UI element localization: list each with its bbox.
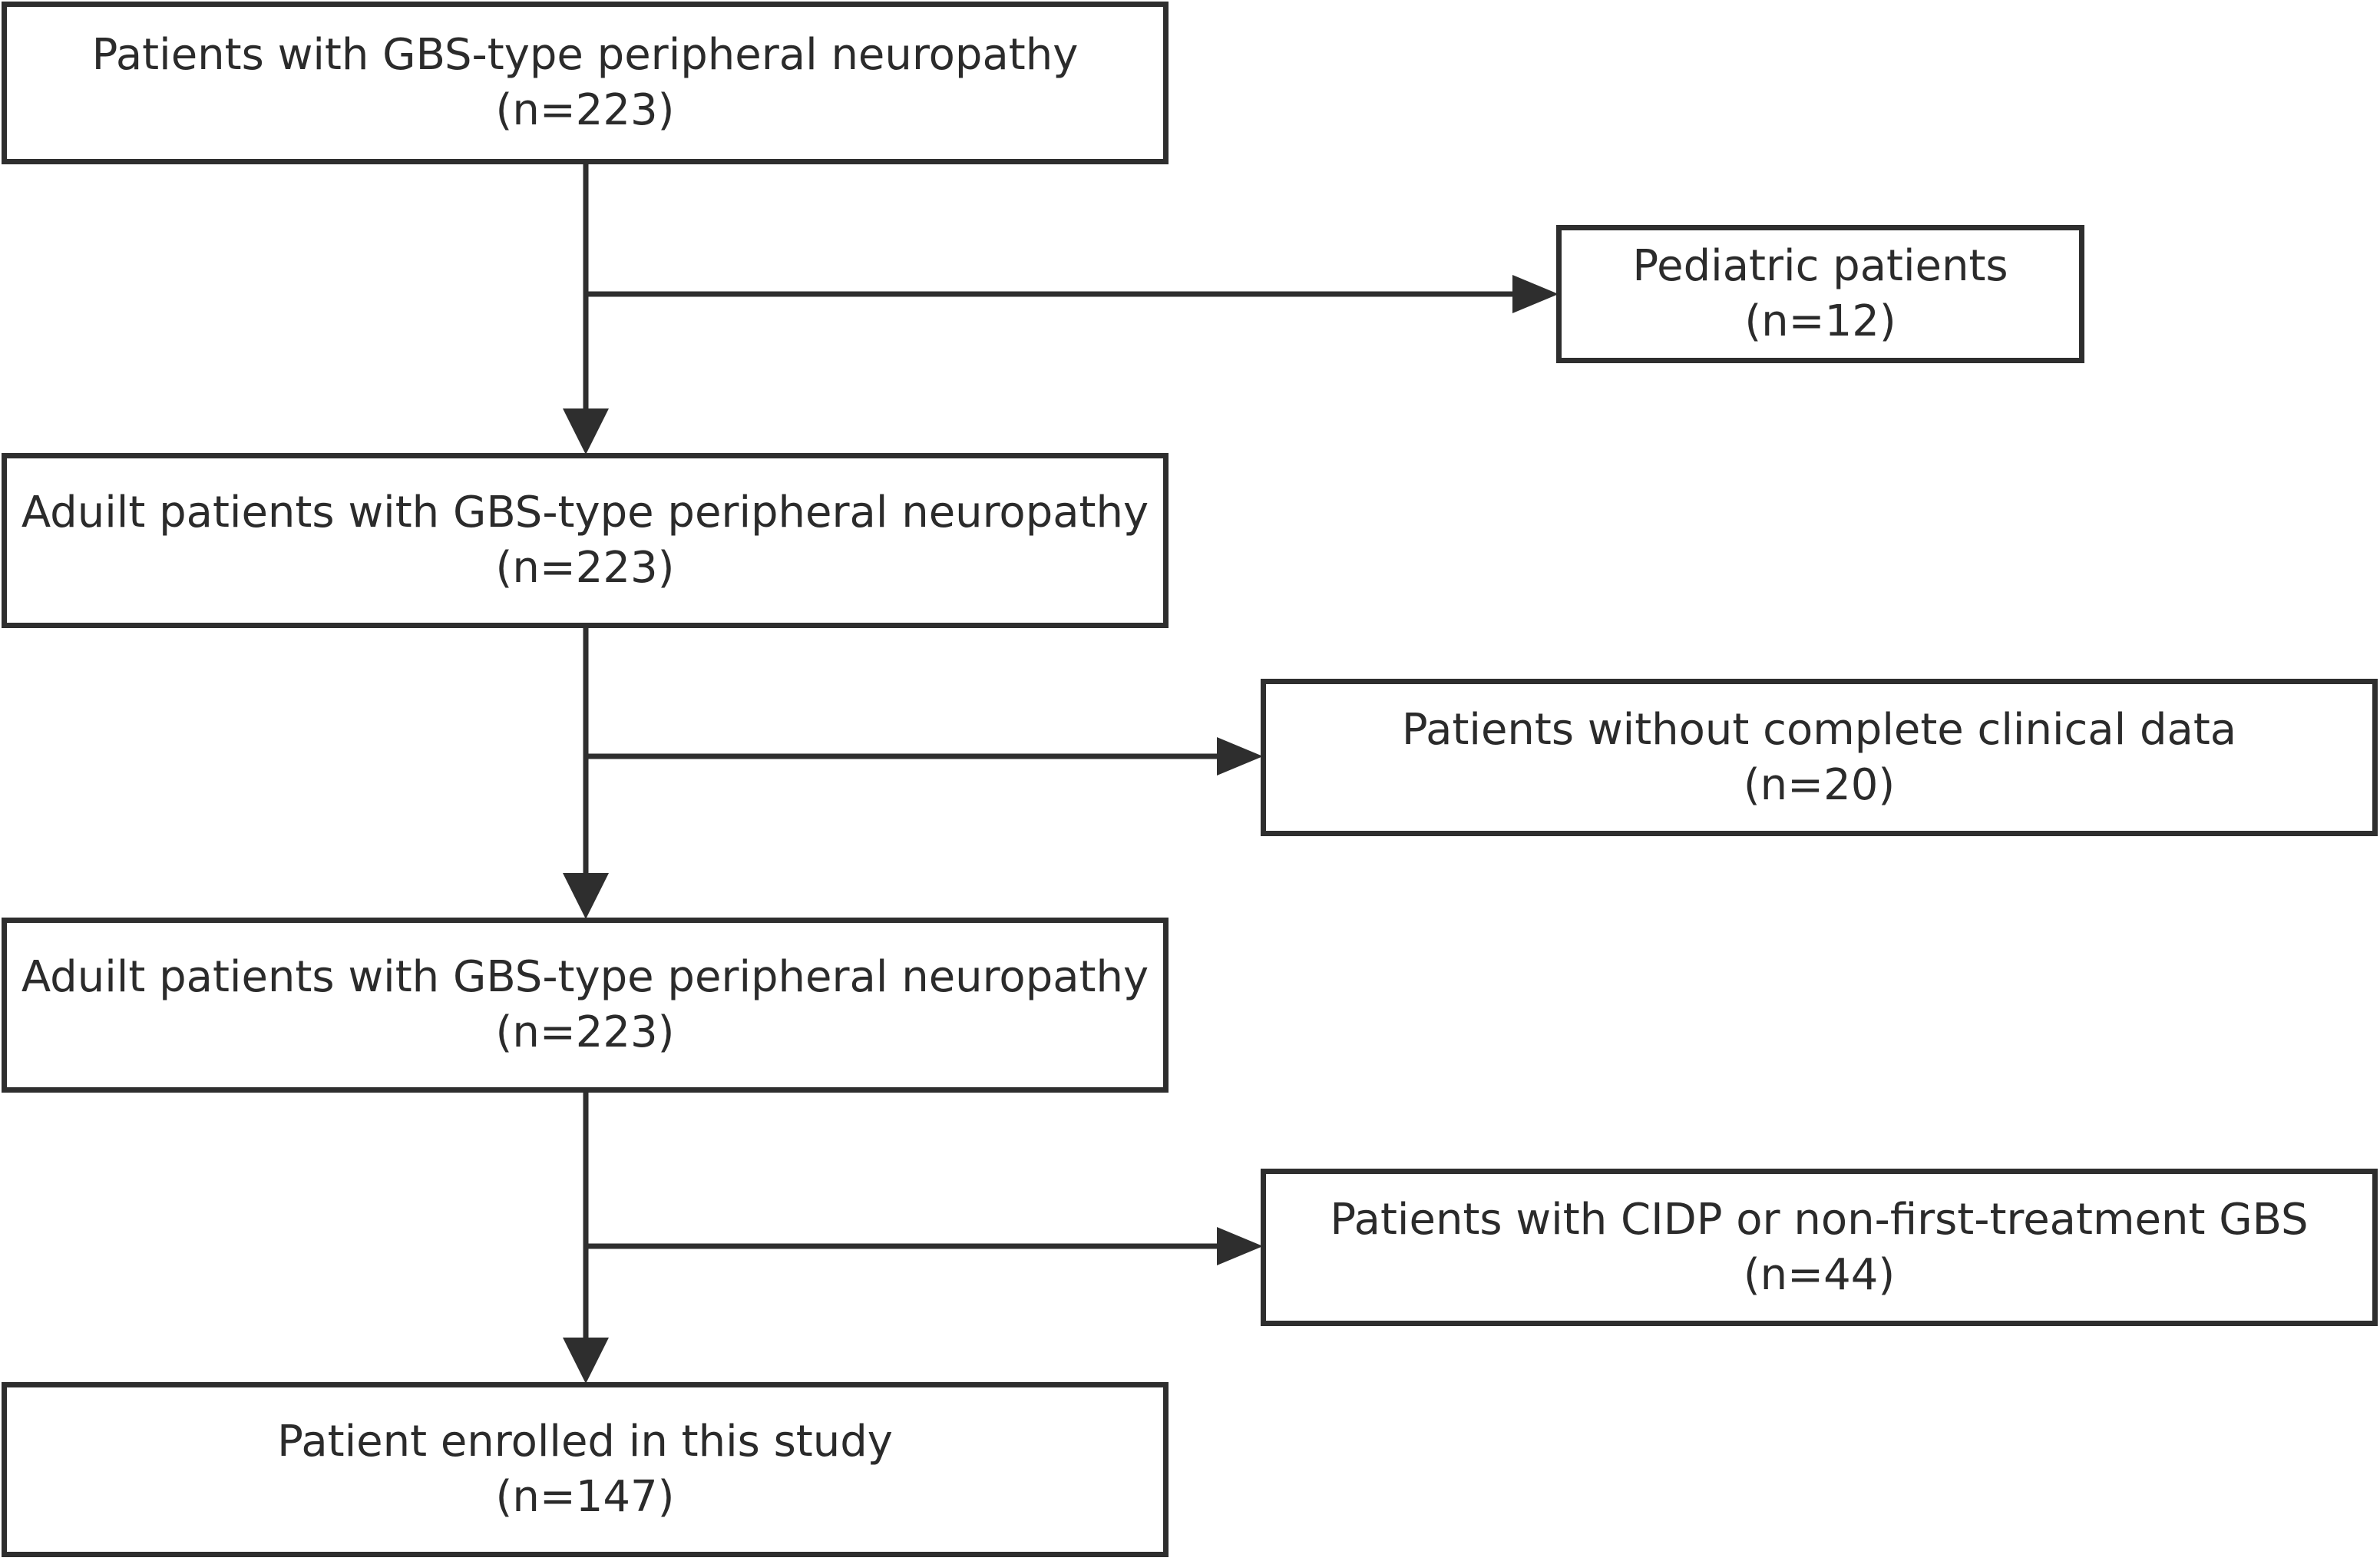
exclusion-box-cidp-count: (n=44) (1743, 1249, 1896, 1300)
flow-box-adult-patients-count: (n=223) (495, 543, 675, 593)
flow-box-adult-patients: Aduilt patients with GBS-type peripheral… (2, 453, 1169, 628)
exclusion-box-cidp-label: Patients with CIDP or non-first-treatmen… (1330, 1194, 2309, 1245)
exclusion-box-incomplete-data: Patients without complete clinical data … (1261, 679, 2378, 836)
arrowhead-right-2 (1217, 737, 1263, 776)
flow-box-adult-patients-complete-count: (n=223) (495, 1007, 675, 1057)
flow-box-adult-patients-complete-label: Aduilt patients with GBS-type peripheral… (21, 952, 1149, 1002)
exclusion-box-cidp: Patients with CIDP or non-first-treatmen… (1261, 1169, 2378, 1326)
flow-box-enrolled-label: Patient enrolled in this study (277, 1417, 893, 1467)
flow-box-all-patients-count: (n=223) (495, 85, 675, 135)
exclusion-box-pediatric: Pediatric patients (n=12) (1556, 225, 2084, 363)
arrowhead-down-2 (563, 873, 609, 919)
exclusion-box-incomplete-data-count: (n=20) (1743, 759, 1896, 810)
flow-box-enrolled: Patient enrolled in this study (n=147) (2, 1382, 1169, 1557)
exclusion-box-pediatric-label: Pediatric patients (1632, 241, 2008, 291)
flow-box-adult-patients-label: Aduilt patients with GBS-type peripheral… (21, 488, 1149, 537)
arrowhead-right-3 (1217, 1227, 1263, 1265)
arrowhead-down-3 (563, 1338, 609, 1384)
flow-box-adult-patients-complete: Aduilt patients with GBS-type peripheral… (2, 918, 1169, 1093)
flow-box-enrolled-count: (n=147) (495, 1472, 675, 1522)
arrowhead-right-1 (1512, 275, 1559, 313)
arrowhead-down-1 (563, 408, 609, 455)
flow-box-all-patients-label: Patients with GBS-type peripheral neurop… (91, 30, 1079, 80)
exclusion-box-incomplete-data-label: Patients without complete clinical data (1401, 704, 2237, 755)
exclusion-box-pediatric-count: (n=12) (1744, 296, 1896, 346)
flow-box-all-patients: Patients with GBS-type peripheral neurop… (2, 2, 1169, 164)
